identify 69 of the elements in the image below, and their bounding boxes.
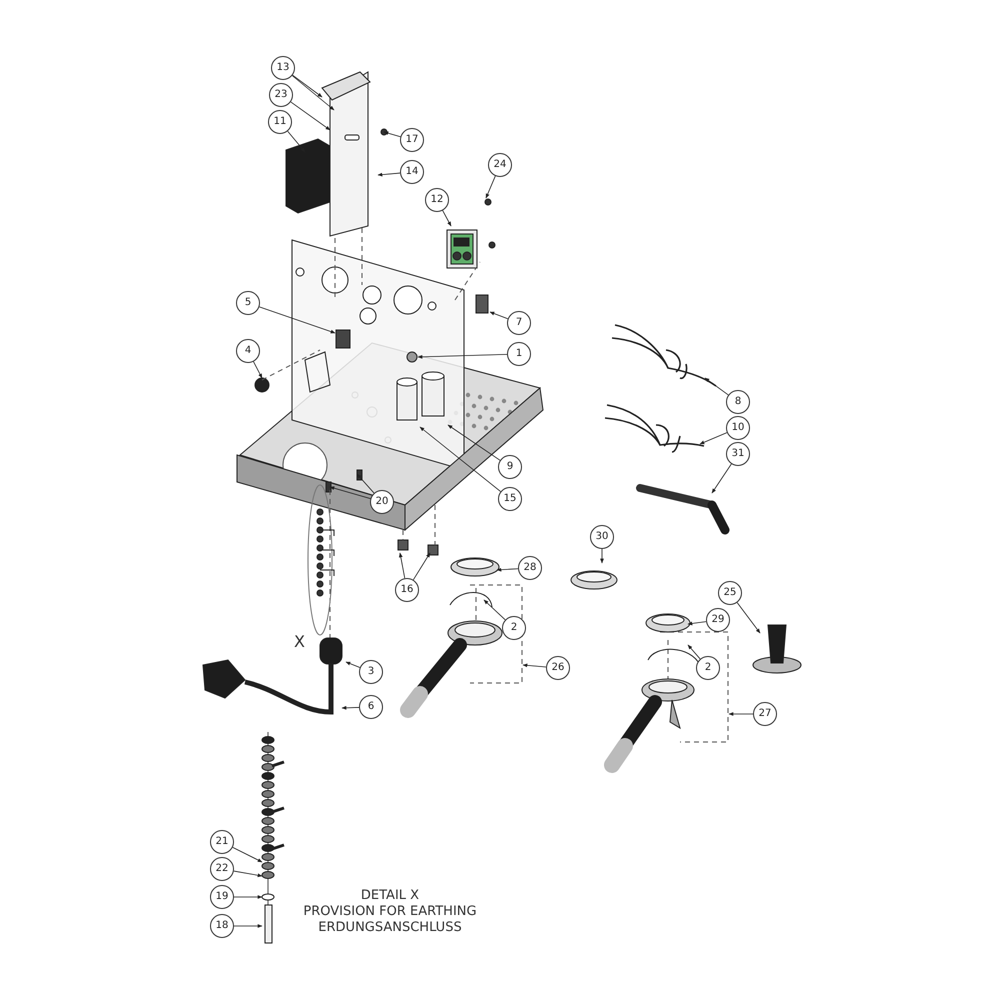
callout-number: 19 <box>210 885 234 909</box>
leader-line <box>688 621 706 626</box>
leader-line <box>600 548 604 564</box>
detail-caption: DETAIL X <box>360 888 420 904</box>
detail-caption: ERDUNGSANSCHLUSS <box>318 920 462 936</box>
leader-line <box>736 602 760 634</box>
leader-line <box>442 210 452 226</box>
callout-number: 2 <box>502 616 526 640</box>
leader-line <box>384 131 401 138</box>
callout-number: 12 <box>425 188 449 212</box>
leader-line <box>342 706 360 710</box>
leader-line <box>356 474 374 494</box>
leader-line <box>728 712 754 716</box>
leader-line <box>398 552 406 579</box>
callout-number: 29 <box>706 608 730 632</box>
callout-number: 18 <box>210 914 234 938</box>
callout-number: 1 <box>507 342 531 366</box>
callout-number: 7 <box>507 311 531 335</box>
detail-marker: X <box>294 632 305 651</box>
callout-number: 2 <box>696 656 720 680</box>
callout-number: 31 <box>726 442 750 466</box>
callout-number: 25 <box>718 581 742 605</box>
leader-line <box>486 176 496 198</box>
callout-number: 4 <box>236 339 260 363</box>
callout-number: 3 <box>359 660 383 684</box>
callout-number: 23 <box>269 83 293 107</box>
leader-line <box>700 432 728 444</box>
callout-number: 30 <box>590 525 614 549</box>
leader-line <box>292 75 334 110</box>
callout-number: 22 <box>210 857 234 881</box>
callout-number: 26 <box>546 656 570 680</box>
leader-line <box>378 172 400 177</box>
callout-number: 17 <box>400 128 424 152</box>
leader-line <box>330 486 371 500</box>
callout-number: 21 <box>210 830 234 854</box>
leader-line <box>448 424 500 461</box>
leader-line <box>346 662 360 668</box>
leader-line <box>234 895 262 899</box>
leader-line <box>490 312 508 320</box>
callout-number: 24 <box>488 153 512 177</box>
leader-line <box>522 663 546 668</box>
leader-line <box>704 378 729 396</box>
leader-line <box>420 426 502 492</box>
callout-number: 5 <box>236 291 260 315</box>
callout-number: 28 <box>518 556 542 580</box>
leader-line <box>484 600 506 620</box>
callout-number: 16 <box>395 578 419 602</box>
leader-line <box>258 306 336 334</box>
callout-number: 6 <box>359 695 383 719</box>
callout-number: 11 <box>268 110 292 134</box>
detail-caption: PROVISION FOR EARTHING <box>303 904 477 920</box>
callout-number: 10 <box>726 416 750 440</box>
callout-number: 14 <box>400 160 424 184</box>
leader-line <box>234 924 262 928</box>
leader-line <box>292 74 322 98</box>
leader-line <box>233 870 262 878</box>
leader-line <box>253 361 262 378</box>
callout-number: 8 <box>726 390 750 414</box>
leader-line <box>688 644 701 660</box>
leader-line <box>232 846 262 862</box>
callout-number: 27 <box>753 702 777 726</box>
callout-number: 9 <box>498 455 522 479</box>
callout-number: 13 <box>271 56 295 80</box>
leader-line <box>412 552 430 580</box>
callout-number: 15 <box>498 487 522 511</box>
leader-line <box>712 464 732 494</box>
leader-line <box>290 102 330 130</box>
leader-line <box>496 568 518 572</box>
leader-line <box>418 354 508 359</box>
